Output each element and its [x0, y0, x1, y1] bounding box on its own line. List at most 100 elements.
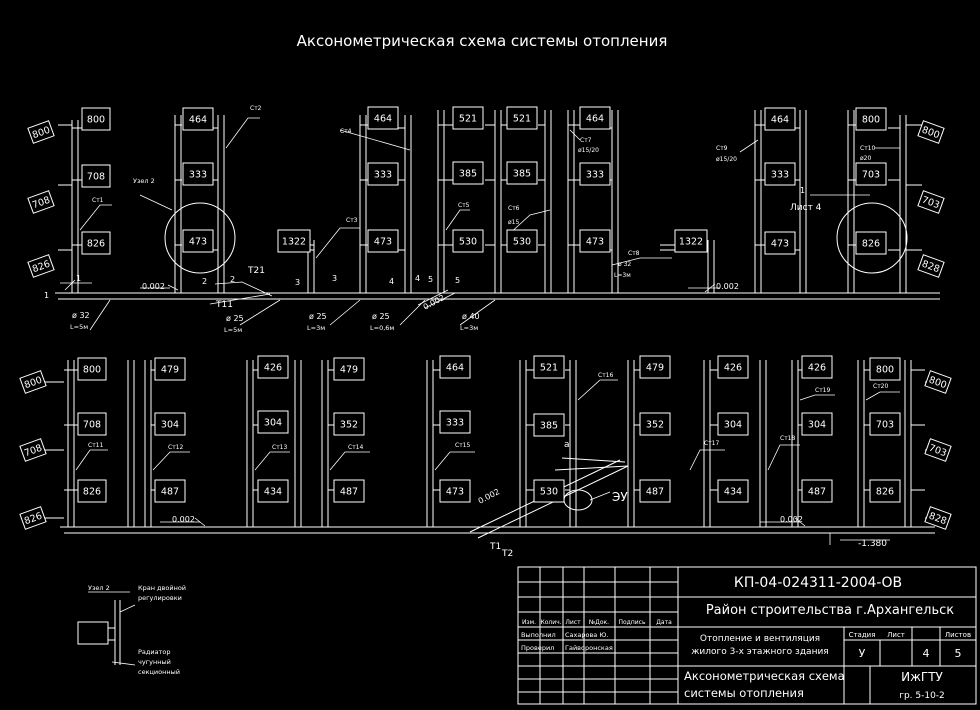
radiator-box	[924, 370, 952, 394]
radiator: 1322	[277, 229, 311, 253]
drawing-title: Аксонометрическая схема системы отоплени…	[297, 32, 668, 50]
radiator: 385	[533, 413, 565, 437]
supply-t1-label: T1	[489, 542, 501, 552]
radiator-box	[855, 107, 887, 131]
radiator-label: 800	[862, 115, 880, 126]
radiator: 800	[917, 120, 945, 144]
executed-name: Сахарова Ю.	[565, 631, 608, 639]
radiator-box	[154, 479, 186, 503]
radiator-box	[506, 161, 538, 185]
radiator-box	[917, 120, 945, 144]
radiator-box	[533, 355, 565, 379]
pipe-tag: T11	[215, 300, 233, 310]
radiator-box	[19, 370, 47, 394]
description-line2: жилого 3-х этажного здания	[691, 647, 828, 657]
radiator: 521	[533, 355, 565, 379]
sheet-value: 4	[923, 647, 930, 660]
radiator-label: 434	[264, 487, 282, 498]
riser-label: ø20	[860, 155, 871, 162]
radiator-label: 473	[189, 237, 207, 248]
radiator-label: 304	[724, 420, 742, 431]
radiator-box	[257, 355, 289, 379]
radiator-label: 473	[374, 237, 392, 248]
radiator-box	[77, 479, 107, 503]
radiator-box	[257, 479, 289, 503]
radiator-box	[333, 357, 365, 381]
radiator-box	[27, 190, 55, 214]
riser-label: Ст4	[340, 128, 352, 135]
radiator: 828	[917, 254, 945, 278]
radiator: 703	[869, 412, 901, 436]
radiator-box	[506, 106, 538, 130]
radiator-box	[639, 355, 671, 379]
pipe-tag: T21	[247, 266, 265, 276]
radiator-box	[81, 107, 111, 131]
radiator: 703	[917, 190, 945, 214]
radiator: 304	[717, 412, 749, 436]
radiator: 473	[579, 229, 611, 253]
radiator: 826	[855, 231, 887, 255]
radiator: 464	[182, 107, 214, 131]
radiator-label: 473	[771, 239, 789, 250]
radiator-label: 464	[374, 114, 392, 125]
radiator-box	[869, 357, 901, 381]
radiator-label: 1322	[282, 237, 306, 248]
radiator-box	[452, 161, 484, 185]
radiator-box	[917, 190, 945, 214]
radiator: 703	[924, 438, 952, 462]
radiator-box	[257, 410, 289, 434]
col-header-date: Дата	[656, 619, 672, 626]
radiator-box	[19, 506, 47, 530]
sheets-value: 5	[955, 647, 962, 660]
slope-label: 0.002	[780, 515, 803, 524]
detail-radiator-body	[77, 621, 109, 645]
stage-header: Стадия	[849, 631, 876, 639]
checked-name: Гайворонская	[565, 644, 613, 652]
node-2-label: Узел 2	[133, 177, 155, 185]
detail-radiator-label-line1: Радиатор	[138, 648, 171, 656]
radiator-box	[764, 162, 796, 186]
slope-label: 0.002	[716, 282, 739, 291]
radiator: 530	[533, 479, 565, 503]
radiator-label: 385	[540, 421, 558, 432]
bottom-row-piping	[36, 360, 945, 545]
segment-number: 5	[428, 275, 433, 284]
radiator-box	[439, 479, 471, 503]
organization: ИжГТУ	[901, 670, 943, 684]
return-t2-label: T2	[501, 549, 513, 559]
radiator-label: 464	[586, 114, 604, 125]
radiator-label: 426	[264, 363, 282, 374]
detail-radiator-label-line3: секционный	[138, 668, 180, 676]
radiator-label: 487	[161, 487, 179, 498]
radiator-label: 703	[876, 420, 894, 431]
group: гр. 5-10-2	[899, 691, 945, 701]
radiator-box	[277, 229, 311, 253]
radiator-label: 826	[87, 239, 105, 250]
radiator: 333	[182, 162, 214, 186]
radiator-box	[333, 479, 365, 503]
segment-number: 1	[76, 274, 81, 283]
pipe-diameter: ø 25	[226, 314, 244, 323]
riser-label: Ст2	[250, 105, 262, 112]
radiator-box	[367, 106, 399, 130]
point-a-label: а	[564, 440, 570, 450]
riser-label: Ст3	[346, 217, 358, 224]
radiator: 464	[579, 106, 611, 130]
radiator-box	[333, 412, 365, 436]
radiator: 464	[764, 107, 796, 131]
radiator-box	[367, 229, 399, 253]
col-header-sheet: Лист	[565, 619, 581, 626]
radiator-label: 434	[724, 487, 742, 498]
level-mark: -1.380	[858, 539, 887, 549]
radiator-box	[154, 412, 186, 436]
sheet-4-circle	[836, 202, 908, 274]
radiator-box	[924, 438, 952, 462]
node-detail: Узел 2	[77, 584, 136, 666]
radiator: 708	[77, 412, 107, 436]
pipe-diameter: ø 40	[462, 312, 480, 321]
radiator-box	[855, 162, 887, 186]
segment-number: 2	[230, 275, 235, 284]
radiator: 333	[367, 162, 399, 186]
radiator: 473	[439, 479, 471, 503]
